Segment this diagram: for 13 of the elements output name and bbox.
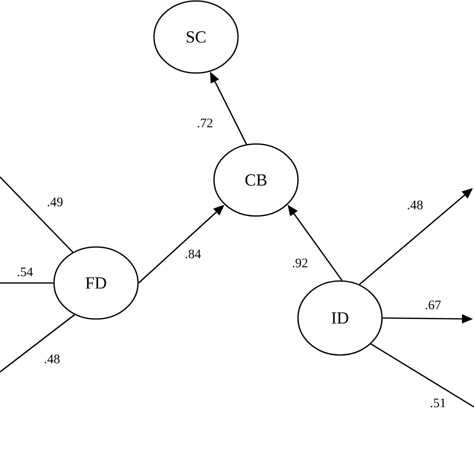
edge-label: .48 (406, 200, 424, 210)
edge-label: .84 (184, 248, 202, 260)
edge-label: .48 (42, 354, 62, 364)
edge-label: .54 (16, 266, 34, 278)
edge-label: .51 (428, 398, 448, 408)
path-line (0, 176, 74, 253)
edge-label: .67 (424, 300, 442, 310)
path-line (370, 343, 474, 408)
path-line (0, 282, 54, 284)
edge-label: .49 (46, 196, 64, 208)
edge-label: .92 (290, 258, 310, 268)
path-line (0, 314, 76, 373)
edge-label: .72 (196, 118, 214, 128)
